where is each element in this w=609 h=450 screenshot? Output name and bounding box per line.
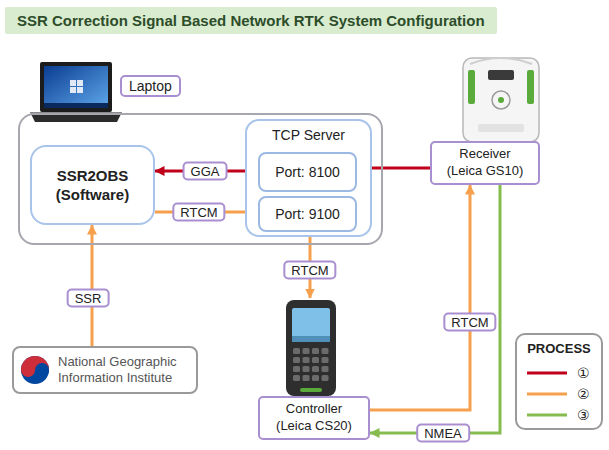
key bbox=[322, 357, 329, 363]
legend-row: ① bbox=[525, 364, 597, 382]
signal-label: NMEA bbox=[416, 424, 470, 443]
signal-label: RTCM bbox=[283, 261, 336, 280]
key bbox=[293, 357, 300, 363]
group-heading: Laptop bbox=[120, 75, 181, 97]
key bbox=[322, 375, 329, 381]
title-banner: SSR Correction Signal Based Network RTK … bbox=[5, 7, 497, 34]
key bbox=[303, 348, 310, 354]
controller-device: Controller (Leica CS20) bbox=[258, 298, 370, 440]
key bbox=[322, 366, 329, 372]
legend-box: PROCESS ① ② ③ bbox=[515, 333, 603, 430]
port-box: Port: 9100 bbox=[258, 196, 357, 232]
receiver-picture bbox=[463, 58, 539, 142]
key bbox=[312, 357, 319, 363]
box-label: SSR2OBS (Software) bbox=[40, 166, 145, 205]
institute-logo bbox=[21, 356, 49, 384]
box-label: National Geographic Information Institut… bbox=[58, 354, 190, 387]
signal-label: RTCM bbox=[443, 313, 496, 332]
key bbox=[312, 348, 319, 354]
controller-picture bbox=[286, 300, 336, 396]
legend-line bbox=[525, 364, 569, 382]
legend-text: ① bbox=[577, 364, 590, 382]
port-box: Port: 8100 bbox=[258, 152, 357, 192]
signal-label: SSR bbox=[67, 289, 110, 308]
legend-text: ② bbox=[577, 385, 590, 403]
key bbox=[312, 375, 319, 381]
legend-text: ③ bbox=[577, 406, 590, 424]
box-label: Port: 8100 bbox=[275, 164, 340, 180]
legend-line bbox=[525, 406, 569, 424]
box-label: Port: 9100 bbox=[275, 206, 340, 222]
software-box: SSR2OBS (Software) bbox=[30, 145, 155, 225]
key bbox=[312, 366, 319, 372]
key bbox=[303, 375, 310, 381]
box-label: TCP Server bbox=[247, 127, 370, 143]
legend-row: ③ bbox=[525, 406, 597, 424]
key bbox=[322, 348, 329, 354]
legend-line bbox=[525, 385, 569, 403]
institute-box: National Geographic Information Institut… bbox=[12, 346, 198, 394]
key bbox=[303, 366, 310, 372]
key bbox=[293, 348, 300, 354]
signal-connector bbox=[370, 185, 500, 433]
receiver-device: Receiver (Leica GS10) bbox=[430, 58, 540, 185]
device-label: Controller (Leica CS20) bbox=[258, 396, 370, 440]
legend-heading: PROCESS bbox=[517, 341, 601, 356]
server-box: Port: 8100Port: 9100 TCP Server bbox=[245, 119, 372, 237]
key bbox=[293, 375, 300, 381]
signal-label: GGA bbox=[183, 162, 228, 181]
legend-row: ② bbox=[525, 385, 597, 403]
device-label: Receiver (Leica GS10) bbox=[430, 141, 540, 185]
signal-label: RTCM bbox=[172, 203, 225, 222]
key bbox=[303, 357, 310, 363]
signal-connector bbox=[370, 185, 470, 410]
key bbox=[293, 366, 300, 372]
